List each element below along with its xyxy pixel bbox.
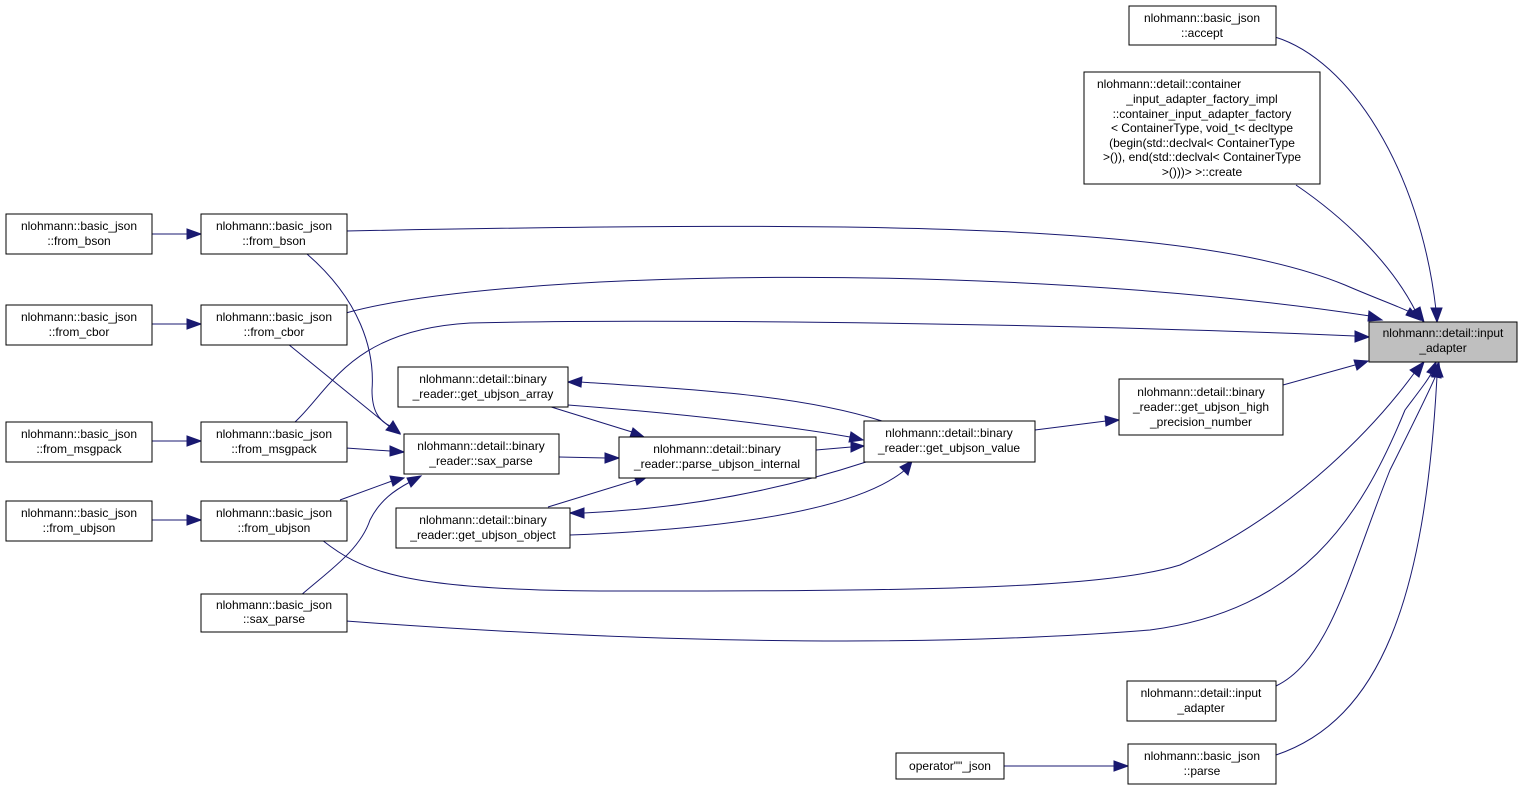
edge-parse-ubjson-internal-to-get-ubjson-value xyxy=(815,441,866,453)
node-label-line: nlohmann::basic_json xyxy=(21,219,137,233)
node-label-line: ::from_bson xyxy=(47,234,110,248)
edge-get-ubjson-array-to-get-ubjson-value xyxy=(567,404,865,443)
edge-get-ubjson-object-to-parse-ubjson-internal xyxy=(547,474,650,508)
node-parse-ubjson-internal[interactable]: nlohmann::detail::binary _reader::parse_… xyxy=(618,436,817,479)
node-label-line: >()), end(std::declval< ContainerType xyxy=(1103,150,1301,164)
node-label-line: _reader::sax_parse xyxy=(428,454,533,468)
edge-get-ubjson-object-to-get-ubjson-value xyxy=(569,460,913,536)
node-label-line: nlohmann::detail::binary xyxy=(885,426,1012,440)
edge-from-ubjson-outer-to-from-ubjson xyxy=(152,514,203,526)
node-get-ubjson-array[interactable]: nlohmann::detail::binary _reader::get_ub… xyxy=(397,366,569,408)
node-label-line: _adapter xyxy=(1418,341,1466,355)
node-label-line: nlohmann::detail::binary xyxy=(653,442,780,456)
node-from-bson-outer[interactable]: nlohmann::basic_json ::from_bson xyxy=(5,213,153,255)
node-label-line: _reader::parse_ubjson_internal xyxy=(633,457,800,471)
node-operator-json[interactable]: operator""_json xyxy=(895,752,1005,780)
node-label-line: _precision_number xyxy=(1149,415,1252,429)
edge-from-bson-outer-to-from-bson xyxy=(152,228,203,240)
node-accept[interactable]: nlohmann::basic_json ::accept xyxy=(1128,5,1277,46)
edge-from-msgpack-to-input-adapter xyxy=(294,320,1371,423)
node-label-line: _reader::get_ubjson_object xyxy=(409,528,556,542)
node-label-line: nlohmann::basic_json xyxy=(21,427,137,441)
edge-get-ubjson-array-to-parse-ubjson-internal xyxy=(547,405,646,438)
node-from-bson[interactable]: nlohmann::basic_json ::from_bson xyxy=(200,213,348,255)
edge-from-cbor-to-binary-sax-parse xyxy=(287,343,402,435)
edge-basic-sax-parse-to-binary-sax-parse xyxy=(299,475,423,597)
node-label-line: operator""_json xyxy=(909,759,991,773)
node-label-line: nlohmann::basic_json xyxy=(1144,11,1260,25)
edge-from-cbor-to-input-adapter xyxy=(345,276,1384,322)
node-label-line: nlohmann::basic_json xyxy=(216,506,332,520)
node-label-line: nlohmann::detail::container xyxy=(1097,77,1241,91)
node-from-cbor-outer[interactable]: nlohmann::basic_json ::from_cbor xyxy=(5,304,153,346)
node-label-line: nlohmann::detail::binary xyxy=(419,513,546,527)
node-label-line: nlohmann::detail::binary xyxy=(417,439,544,453)
node-label-line: ::from_msgpack xyxy=(36,442,122,456)
node-label-line: nlohmann::basic_json xyxy=(21,310,137,324)
node-label-line: ::from_msgpack xyxy=(231,442,317,456)
node-label-line: ::from_bson xyxy=(242,234,305,248)
node-from-ubjson-outer[interactable]: nlohmann::basic_json ::from_ubjson xyxy=(5,500,153,542)
edge-from-msgpack-outer-to-from-msgpack xyxy=(152,435,203,447)
node-label-line: nlohmann::detail::input xyxy=(1141,686,1262,700)
node-label-line: ::container_input_adapter_factory xyxy=(1113,107,1292,121)
edge-from-ubjson-to-binary-sax-parse xyxy=(339,475,406,501)
node-label-line: _reader::get_ubjson_value xyxy=(877,441,1020,455)
edge-accept-to-input-adapter xyxy=(1274,36,1443,324)
node-label-line: _reader::get_ubjson_high xyxy=(1132,400,1269,414)
node-input-adapter-target[interactable]: nlohmann::detail::input _adapter xyxy=(1368,321,1518,363)
edge-high-precision-to-input-adapter xyxy=(1282,359,1370,386)
node-get-ubjson-high-precision-number[interactable]: nlohmann::detail::binary _reader::get_ub… xyxy=(1118,378,1284,436)
edge-input-adapter-overload-to-input-adapter xyxy=(1275,361,1442,687)
node-label-line: >()))> >::create xyxy=(1162,165,1243,179)
edge-operator-json-to-parse xyxy=(1004,760,1130,772)
node-label-line: ::sax_parse xyxy=(243,612,305,626)
node-label-line: ::accept xyxy=(1181,26,1224,40)
node-label-line: ::from_cbor xyxy=(244,325,305,339)
node-label-line: ::parse xyxy=(1184,764,1221,778)
node-label-line: nlohmann::detail::binary xyxy=(419,372,546,386)
node-container-factory-create[interactable]: nlohmann::detail::container _input_adapt… xyxy=(1083,71,1321,185)
node-label-line: _input_adapter_factory_impl xyxy=(1125,92,1277,106)
node-label-line: < ContainerType, void_t< decltype xyxy=(1111,121,1293,135)
edge-from-msgpack-to-binary-sax-parse xyxy=(345,445,406,457)
node-label-line: nlohmann::basic_json xyxy=(21,506,137,520)
node-label-line: nlohmann::basic_json xyxy=(216,427,332,441)
node-parse[interactable]: nlohmann::basic_json ::parse xyxy=(1127,743,1277,785)
node-from-msgpack-outer[interactable]: nlohmann::basic_json ::from_msgpack xyxy=(5,421,153,463)
edge-get-ubjson-value-to-high-precision xyxy=(1034,415,1121,431)
node-label-line: nlohmann::detail::binary xyxy=(1137,385,1264,399)
edge-from-ubjson-to-input-adapter xyxy=(321,360,1425,592)
edge-from-cbor-outer-to-from-cbor xyxy=(152,318,203,330)
edge-get-ubjson-value-to-get-ubjson-object xyxy=(568,461,867,519)
node-label-line: _reader::get_ubjson_array xyxy=(412,387,554,401)
node-label-line: nlohmann::basic_json xyxy=(216,310,332,324)
node-label-line: nlohmann::basic_json xyxy=(216,219,332,233)
node-get-ubjson-value[interactable]: nlohmann::detail::binary _reader::get_ub… xyxy=(863,420,1036,463)
node-from-msgpack[interactable]: nlohmann::basic_json ::from_msgpack xyxy=(200,421,348,463)
node-basic-json-sax-parse[interactable]: nlohmann::basic_json ::sax_parse xyxy=(200,593,348,633)
node-label-line: nlohmann::basic_json xyxy=(216,598,332,612)
node-label-line: _adapter xyxy=(1176,701,1224,715)
node-binary-reader-sax-parse[interactable]: nlohmann::detail::binary _reader::sax_pa… xyxy=(403,433,560,475)
node-label-line: ::from_ubjson xyxy=(43,521,116,535)
edge-create-to-input-adapter xyxy=(1295,184,1425,324)
node-from-cbor[interactable]: nlohmann::basic_json ::from_cbor xyxy=(200,304,348,346)
edge-parse-to-input-adapter xyxy=(1275,361,1444,756)
node-label-line: nlohmann::basic_json xyxy=(1144,749,1260,763)
edge-from-bson-to-input-adapter xyxy=(345,225,1422,322)
node-label-line: ::from_cbor xyxy=(49,325,110,339)
node-label-line: (begin(std::declval< ContainerType xyxy=(1109,136,1295,150)
edge-get-ubjson-value-to-get-ubjson-array xyxy=(566,376,883,422)
node-input-adapter-overload[interactable]: nlohmann::detail::input _adapter xyxy=(1126,680,1277,722)
node-from-ubjson[interactable]: nlohmann::basic_json ::from_ubjson xyxy=(200,500,348,542)
node-get-ubjson-object[interactable]: nlohmann::detail::binary _reader::get_ub… xyxy=(395,507,571,549)
edge-binary-sax-parse-to-parse-ubjson-internal xyxy=(558,452,621,464)
node-label-line: ::from_ubjson xyxy=(238,521,311,535)
node-label-line: nlohmann::detail::input xyxy=(1383,326,1504,340)
